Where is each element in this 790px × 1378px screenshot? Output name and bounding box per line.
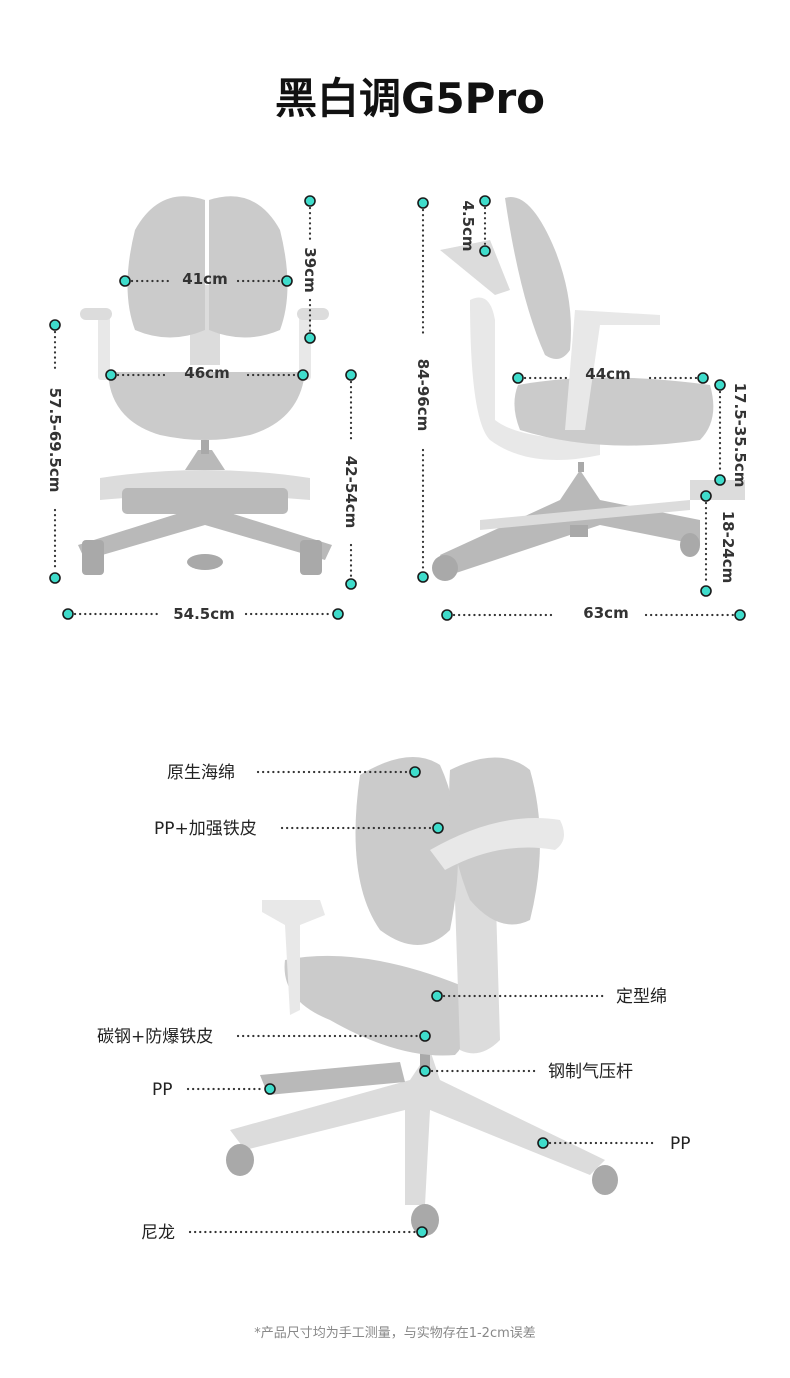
material-label-pp-steel: PP+加强铁皮 [154,819,257,839]
material-label-carbon-steel: 碳钢+防爆铁皮 [97,1027,213,1047]
dimension-lines [53,206,735,617]
material-label-pp-footrest: PP [152,1080,173,1100]
seat-depth-label: 44cm [585,365,630,383]
backrest-width-label: 41cm [182,270,227,288]
backrest-height-label: 39cm [301,247,319,292]
material-view-chair [226,757,618,1236]
overall-width-label: 54.5cm [173,605,235,623]
material-label-pp-base: PP [670,1134,691,1154]
material-label-molded-foam: 定型绵 [616,987,667,1007]
headrest-adjust-label: 4.5cm [459,200,477,251]
material-label-gas-lift: 钢制气压杆 [548,1062,633,1082]
footrest-depth-label: 18-24cm [719,511,737,584]
material-label-nylon: 尼龙 [141,1223,175,1243]
overall-depth-label: 63cm [583,604,628,622]
material-leader-lines [186,770,657,1234]
seat-width-label: 46cm [184,364,229,382]
side-view-chair [432,197,745,581]
seat-height-label: 42-54cm [342,456,360,529]
front-view-chair [78,196,332,575]
footrest-height-label: 17.5-35.5cm [731,383,749,488]
material-label-sponge: 原生海绵 [167,763,235,783]
armrest-height-label: 57.5-69.5cm [46,388,64,493]
overall-height-label: 84-96cm [414,359,432,432]
measurement-markers [49,195,746,1238]
page-title: 黑白调G5Pro [275,74,545,123]
footnote: *产品尺寸均为手工测量，与实物存在1-2cm误差 [254,1326,536,1341]
